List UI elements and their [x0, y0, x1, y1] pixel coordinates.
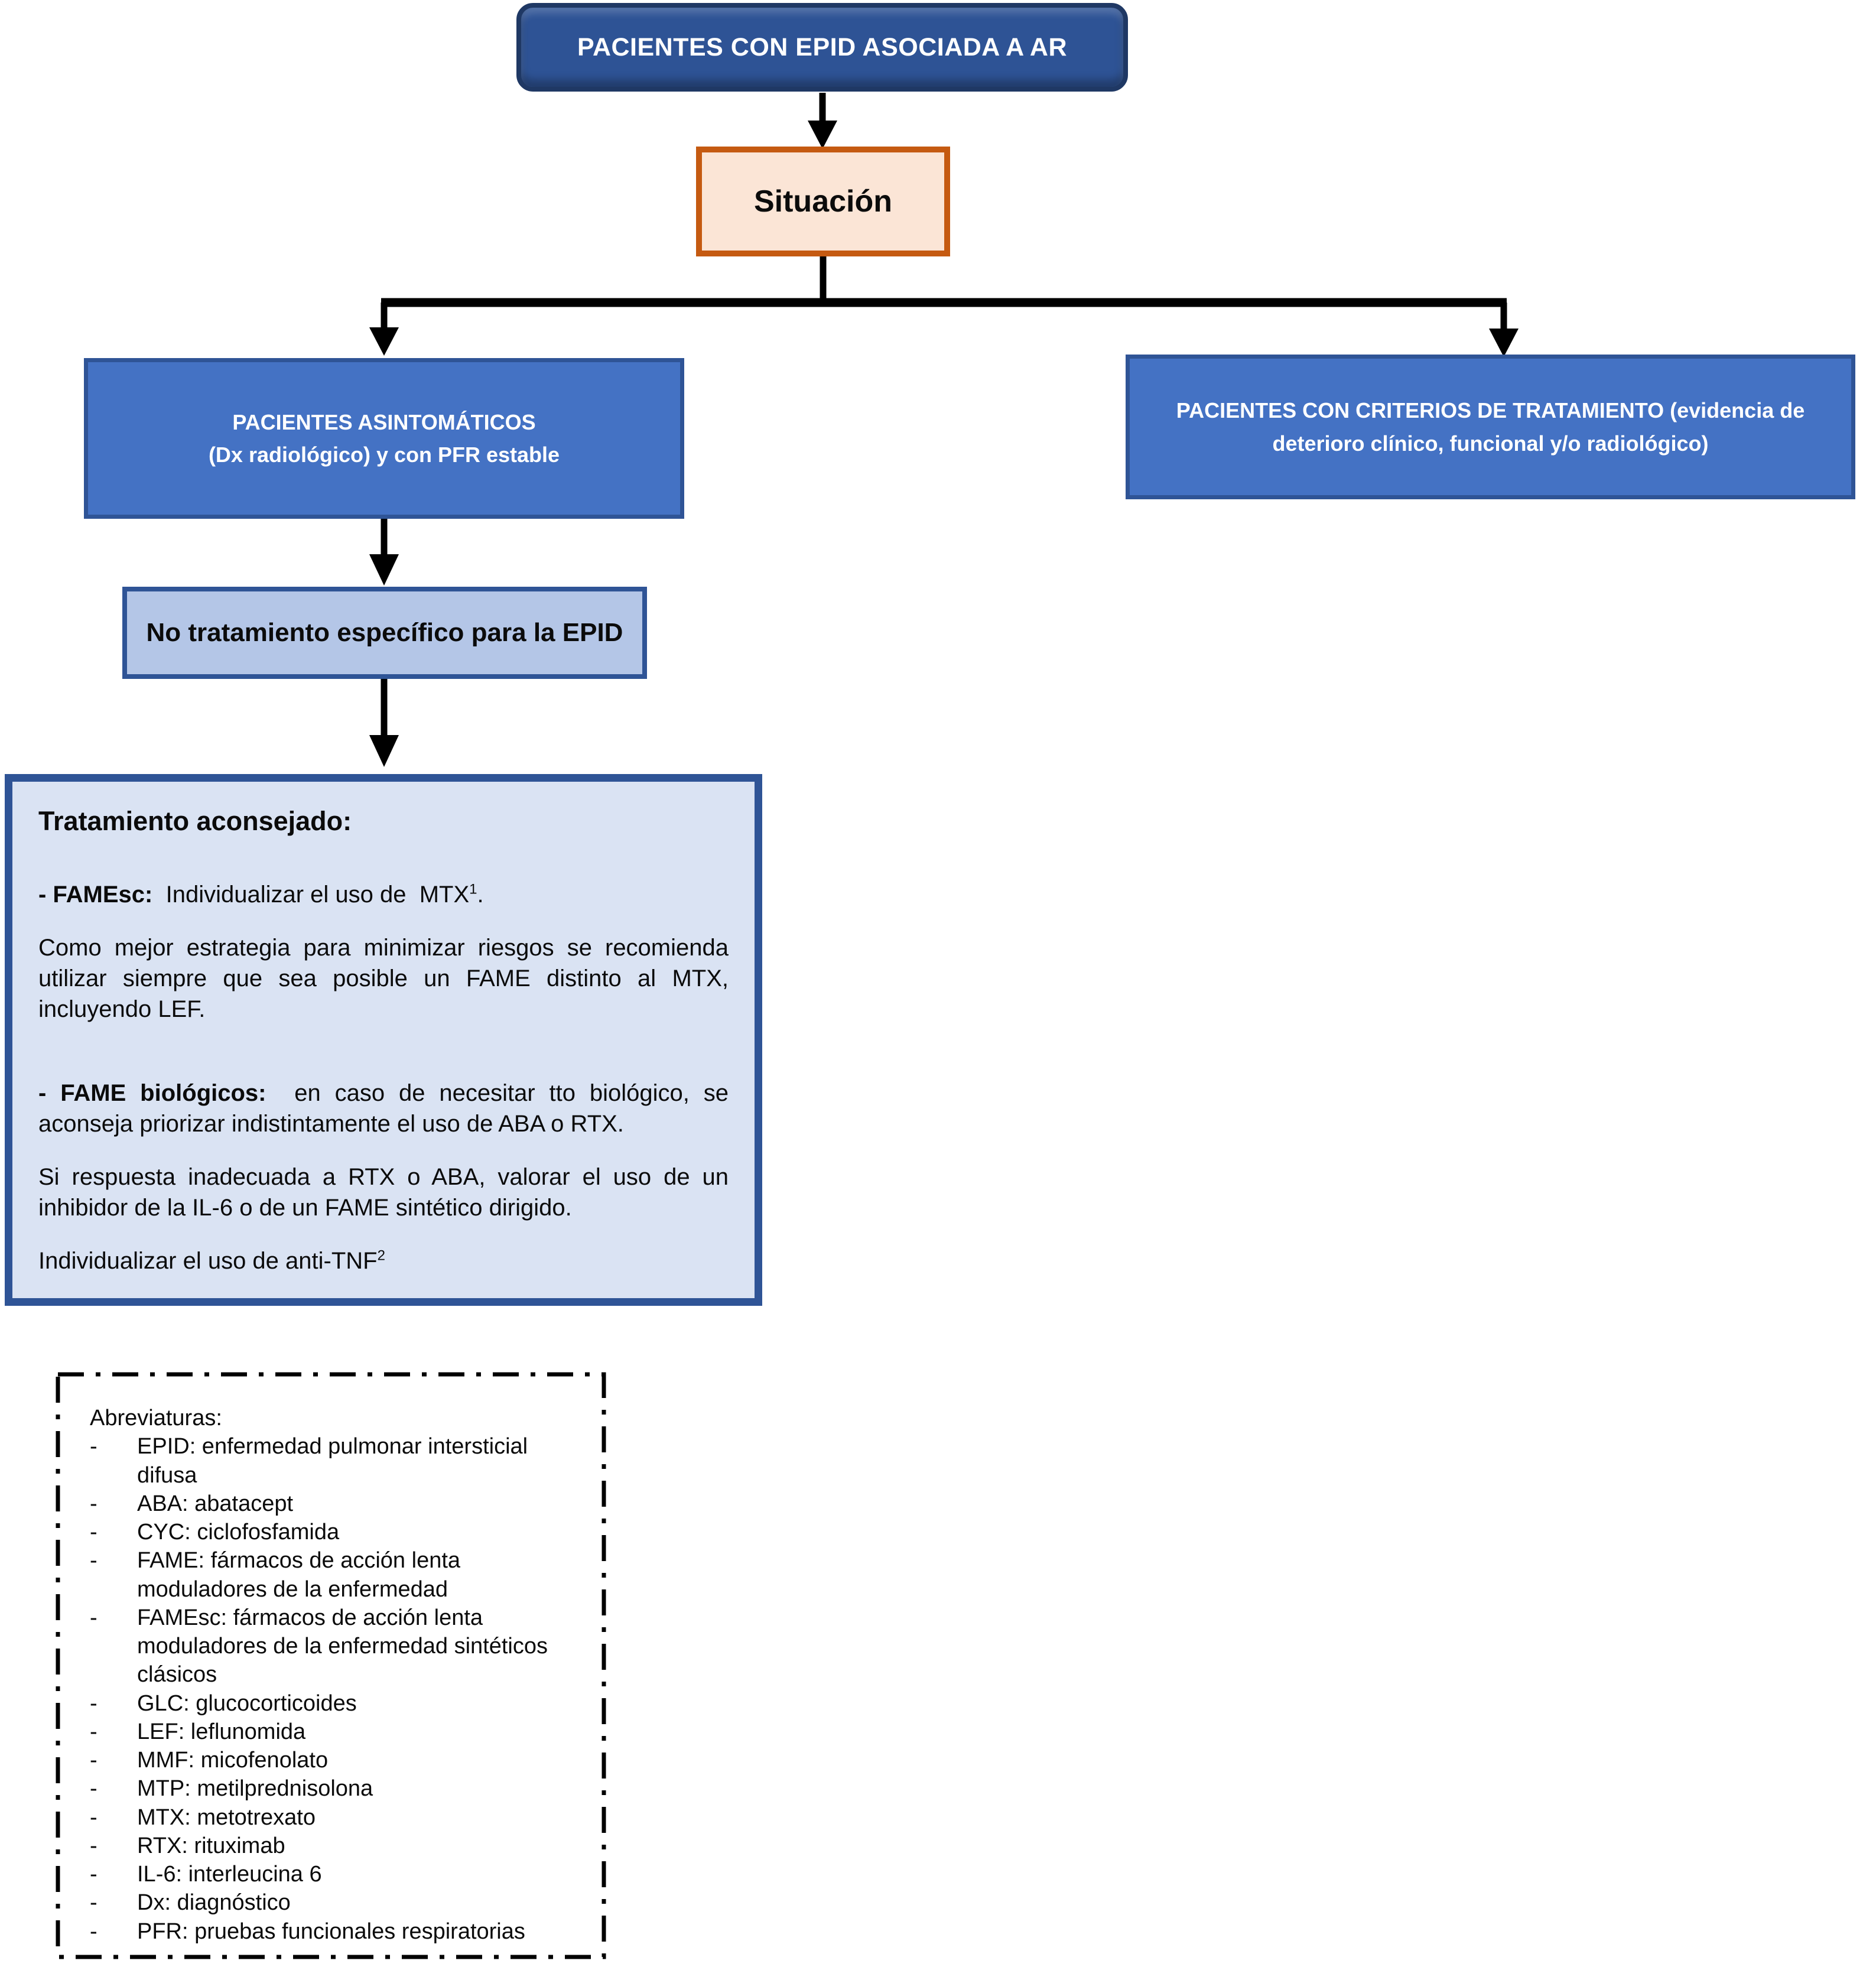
anti-tnf-text: Individualizar el uso de anti-TNF	[38, 1247, 378, 1274]
abbreviation-text: FAMEsc: fármacos de acción lenta modulad…	[137, 1605, 548, 1688]
anti-tnf-line: Individualizar el uso de anti-TNF2	[38, 1246, 729, 1276]
strategy-paragraph: Como mejor estrategia para minimizar rie…	[38, 934, 729, 1022]
list-dash: -	[90, 1434, 97, 1459]
abbreviation-text: PFR: pruebas funcionales respiratorias	[137, 1919, 525, 1944]
arrow-down-icon	[369, 735, 399, 767]
footnote-2: 2	[377, 1247, 385, 1264]
node-label: No tratamiento específico para la EPID	[146, 618, 623, 647]
list-dash: -	[90, 1919, 97, 1944]
abbreviation-item: - PFR: pruebas funcionales respiratorias	[90, 1917, 589, 1946]
abbreviation-item: - FAMEsc: fármacos de acción lenta modul…	[90, 1604, 589, 1689]
node-label-line1: PACIENTES ASINTOMÁTICOS	[232, 409, 536, 434]
list-dash: -	[90, 1605, 97, 1630]
list-dash: -	[90, 1748, 97, 1773]
list-dash: -	[90, 1776, 97, 1802]
abbreviation-text: IL-6: interleucina 6	[137, 1862, 322, 1887]
response-paragraph: Si respuesta inadecuada a RTX o ABA, val…	[38, 1163, 729, 1221]
abbreviation-item: - GLC: glucocorticoides	[90, 1689, 589, 1718]
node-no-tratamiento-especifico: No tratamiento específico para la EPID	[122, 587, 647, 679]
list-dash: -	[90, 1520, 97, 1545]
node-pacientes-epid-ar: PACIENTES CON EPID ASOCIADA A AR	[516, 3, 1128, 92]
abbreviation-item: - ABA: abatacept	[90, 1490, 589, 1518]
abbreviation-text: MTX: metotrexato	[137, 1805, 316, 1830]
list-dash: -	[90, 1805, 97, 1830]
node-situacion: Situación	[696, 147, 950, 256]
abbreviation-text: ABA: abatacept	[137, 1491, 294, 1516]
famesc-period: .	[477, 881, 484, 908]
abbreviation-text: FAME: fármacos de acción lenta modulador…	[137, 1548, 461, 1602]
abbreviation-item: - LEF: leflunomida	[90, 1718, 589, 1746]
arrow-down-icon	[1489, 329, 1519, 357]
arrow-down-icon	[369, 554, 399, 586]
abbreviation-text: MTP: metilprednisolona	[137, 1776, 373, 1802]
arrow-down-icon	[808, 121, 837, 149]
abbreviation-text: LEF: leflunomida	[137, 1719, 306, 1744]
abbreviation-item: - MMF: micofenolato	[90, 1746, 589, 1774]
abbreviations-title: Abreviaturas:	[90, 1406, 222, 1430]
node-label: PACIENTES CON EPID ASOCIADA A AR	[577, 32, 1068, 61]
biologics-line: - FAME biológicos: en caso de necesitar …	[38, 1078, 729, 1139]
abbreviation-item: - Dx: diagnóstico	[90, 1888, 589, 1917]
node-label-line2: (Dx radiológico) y con PFR estable	[208, 443, 560, 467]
node-label: PACIENTES CON CRITERIOS DE TRATAMIENTO (…	[1176, 398, 1805, 456]
list-dash: -	[90, 1719, 97, 1744]
abbreviation-item: - IL-6: interleucina 6	[90, 1860, 589, 1888]
famesc-label: - FAMEsc:	[38, 881, 153, 908]
arrow-down-icon	[369, 327, 399, 356]
list-dash: -	[90, 1491, 97, 1516]
abbreviation-item: - MTP: metilprednisolona	[90, 1774, 589, 1803]
panel-tratamiento-aconsejado: Tratamiento aconsejado: - FAMEsc: Indivi…	[5, 774, 762, 1306]
abbreviation-text: GLC: glucocorticoides	[137, 1690, 357, 1716]
list-dash: -	[90, 1890, 97, 1916]
abbreviation-text: CYC: ciclofosfamida	[137, 1520, 340, 1545]
abbreviation-item: - MTX: metotrexato	[90, 1803, 589, 1832]
abbreviations-box: Abreviaturas: - EPID: enfermedad pulmona…	[56, 1372, 606, 1959]
abbreviations-list: - EPID: enfermedad pulmonar intersticial…	[90, 1432, 589, 1946]
biologics-label: - FAME biológicos:	[38, 1080, 266, 1106]
famesc-text: Individualizar el uso de MTX	[152, 881, 470, 908]
biologics-text: en caso de necesitar tto biológico, se a…	[38, 1080, 736, 1137]
abbreviation-item: - CYC: ciclofosfamida	[90, 1518, 589, 1546]
list-dash: -	[90, 1862, 97, 1887]
abbreviation-text: Dx: diagnóstico	[137, 1890, 291, 1916]
abbreviation-text: MMF: micofenolato	[137, 1748, 329, 1773]
abbreviation-item: - EPID: enfermedad pulmonar intersticial…	[90, 1432, 589, 1490]
treatment-title: Tratamiento aconsejado:	[38, 806, 352, 836]
abbreviation-item: - FAME: fármacos de acción lenta modulad…	[90, 1546, 589, 1604]
footnote-1: 1	[469, 881, 477, 898]
famesc-line: - FAMEsc: Individualizar el uso de MTX1.	[38, 879, 729, 910]
abbreviation-text: RTX: rituximab	[137, 1833, 285, 1858]
node-pacientes-criterios-tratamiento: PACIENTES CON CRITERIOS DE TRATAMIENTO (…	[1126, 355, 1855, 499]
node-label: Situación	[753, 184, 893, 219]
list-dash: -	[90, 1548, 97, 1573]
list-dash: -	[90, 1690, 97, 1716]
list-dash: -	[90, 1833, 97, 1858]
node-pacientes-asintomaticos: PACIENTES ASINTOMÁTICOS (Dx radiológico)…	[84, 358, 684, 519]
abbreviation-item: - RTX: rituximab	[90, 1832, 589, 1860]
abbreviation-text: EPID: enfermedad pulmonar intersticial d…	[137, 1434, 528, 1488]
